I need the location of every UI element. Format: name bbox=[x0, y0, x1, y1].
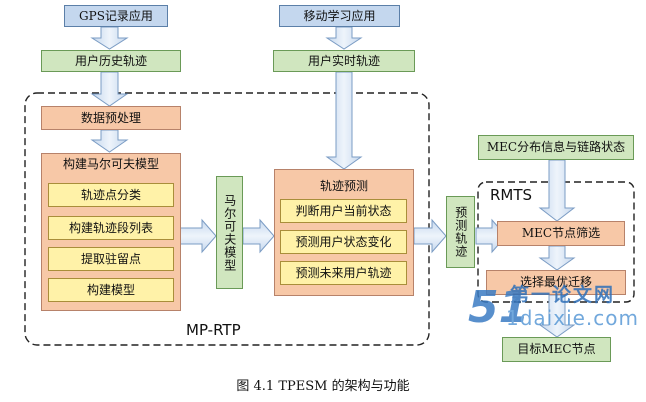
gps-app-label: GPS记录应用 bbox=[79, 8, 153, 23]
judge-current-state-label: 判断用户当前状态 bbox=[295, 203, 392, 218]
arrow-realtime-to-prediction bbox=[325, 71, 363, 170]
markov-model-box: 马尔可夫模型 bbox=[216, 176, 243, 289]
mec-node-filter-box: MEC节点筛选 bbox=[497, 221, 625, 246]
build-trajectory-sequence-label: 构建轨迹段列表 bbox=[68, 220, 153, 235]
arrow-app-to-realtime bbox=[325, 26, 363, 50]
arrow-model-to-markov-vertical bbox=[179, 218, 217, 254]
user-realtime-trajectory-box: 用户实时轨迹 bbox=[273, 50, 415, 72]
predicted-trajectory-box: 预测轨迹 bbox=[446, 196, 475, 268]
gps-app-box: GPS记录应用 bbox=[64, 5, 168, 27]
markov-model-label: 马尔可夫模型 bbox=[222, 193, 237, 272]
arrow-markov-to-prediction bbox=[242, 218, 275, 254]
user-realtime-trajectory-label: 用户实时轨迹 bbox=[307, 53, 380, 68]
predict-state-change-label: 预测用户状态变化 bbox=[295, 234, 392, 249]
mec-distribution-info-box: MEC分布信息与链路状态 bbox=[478, 135, 634, 160]
target-mec-node-label: 目标MEC节点 bbox=[517, 342, 596, 357]
extract-stay-points-label: 提取驻留点 bbox=[80, 251, 141, 266]
arrow-prediction-to-predicted bbox=[413, 218, 447, 254]
mec-distribution-info-label: MEC分布信息与链路状态 bbox=[486, 140, 626, 155]
judge-current-state-box: 判断用户当前状态 bbox=[280, 199, 407, 223]
data-preprocessing-box: 数据预处理 bbox=[41, 106, 181, 130]
trajectory-point-classification-box: 轨迹点分类 bbox=[48, 183, 174, 207]
build-model-label: 构建模型 bbox=[86, 282, 135, 297]
rmts-label: RMTS bbox=[490, 186, 533, 204]
select-optimal-migration-box: 选择最优迁移 bbox=[486, 270, 626, 295]
arrow-mecinfo-to-filter bbox=[538, 159, 576, 222]
target-mec-node-box: 目标MEC节点 bbox=[502, 337, 611, 362]
select-optimal-migration-label: 选择最优迁移 bbox=[519, 275, 592, 290]
arrow-preprocess-to-markov bbox=[90, 129, 129, 153]
user-history-trajectory-box: 用户历史轨迹 bbox=[41, 50, 181, 72]
predict-state-change-box: 预测用户状态变化 bbox=[280, 230, 407, 254]
arrow-gps-to-history bbox=[90, 26, 129, 50]
figure-caption: 图 4.1 TPESM 的架构与功能 bbox=[236, 379, 410, 394]
arrow-select-to-target bbox=[538, 294, 576, 338]
trajectory-point-classification-label: 轨迹点分类 bbox=[80, 187, 141, 202]
mobile-learning-app-label: 移动学习应用 bbox=[303, 8, 376, 23]
user-history-trajectory-label: 用户历史轨迹 bbox=[74, 53, 147, 68]
data-preprocessing-label: 数据预处理 bbox=[80, 110, 141, 125]
build-model-box: 构建模型 bbox=[48, 278, 174, 302]
mp-rtp-region bbox=[24, 92, 430, 346]
arrow-history-to-preprocess bbox=[90, 71, 129, 107]
predict-future-trajectory-box: 预测未来用户轨迹 bbox=[280, 261, 407, 285]
mobile-learning-app-box: 移动学习应用 bbox=[279, 5, 400, 27]
extract-stay-points-box: 提取驻留点 bbox=[48, 247, 174, 271]
mp-rtp-label: MP-RTP bbox=[186, 321, 241, 339]
build-markov-model-title: 构建马尔可夫模型 bbox=[62, 157, 159, 171]
predict-future-trajectory-label: 预测未来用户轨迹 bbox=[295, 265, 392, 280]
build-trajectory-sequence-box: 构建轨迹段列表 bbox=[48, 216, 174, 240]
trajectory-prediction-title: 轨迹预测 bbox=[319, 179, 368, 193]
arrow-filter-to-select bbox=[538, 245, 576, 271]
mec-node-filter-label: MEC节点筛选 bbox=[521, 226, 601, 241]
predicted-trajectory-label: 预测轨迹 bbox=[453, 206, 468, 258]
